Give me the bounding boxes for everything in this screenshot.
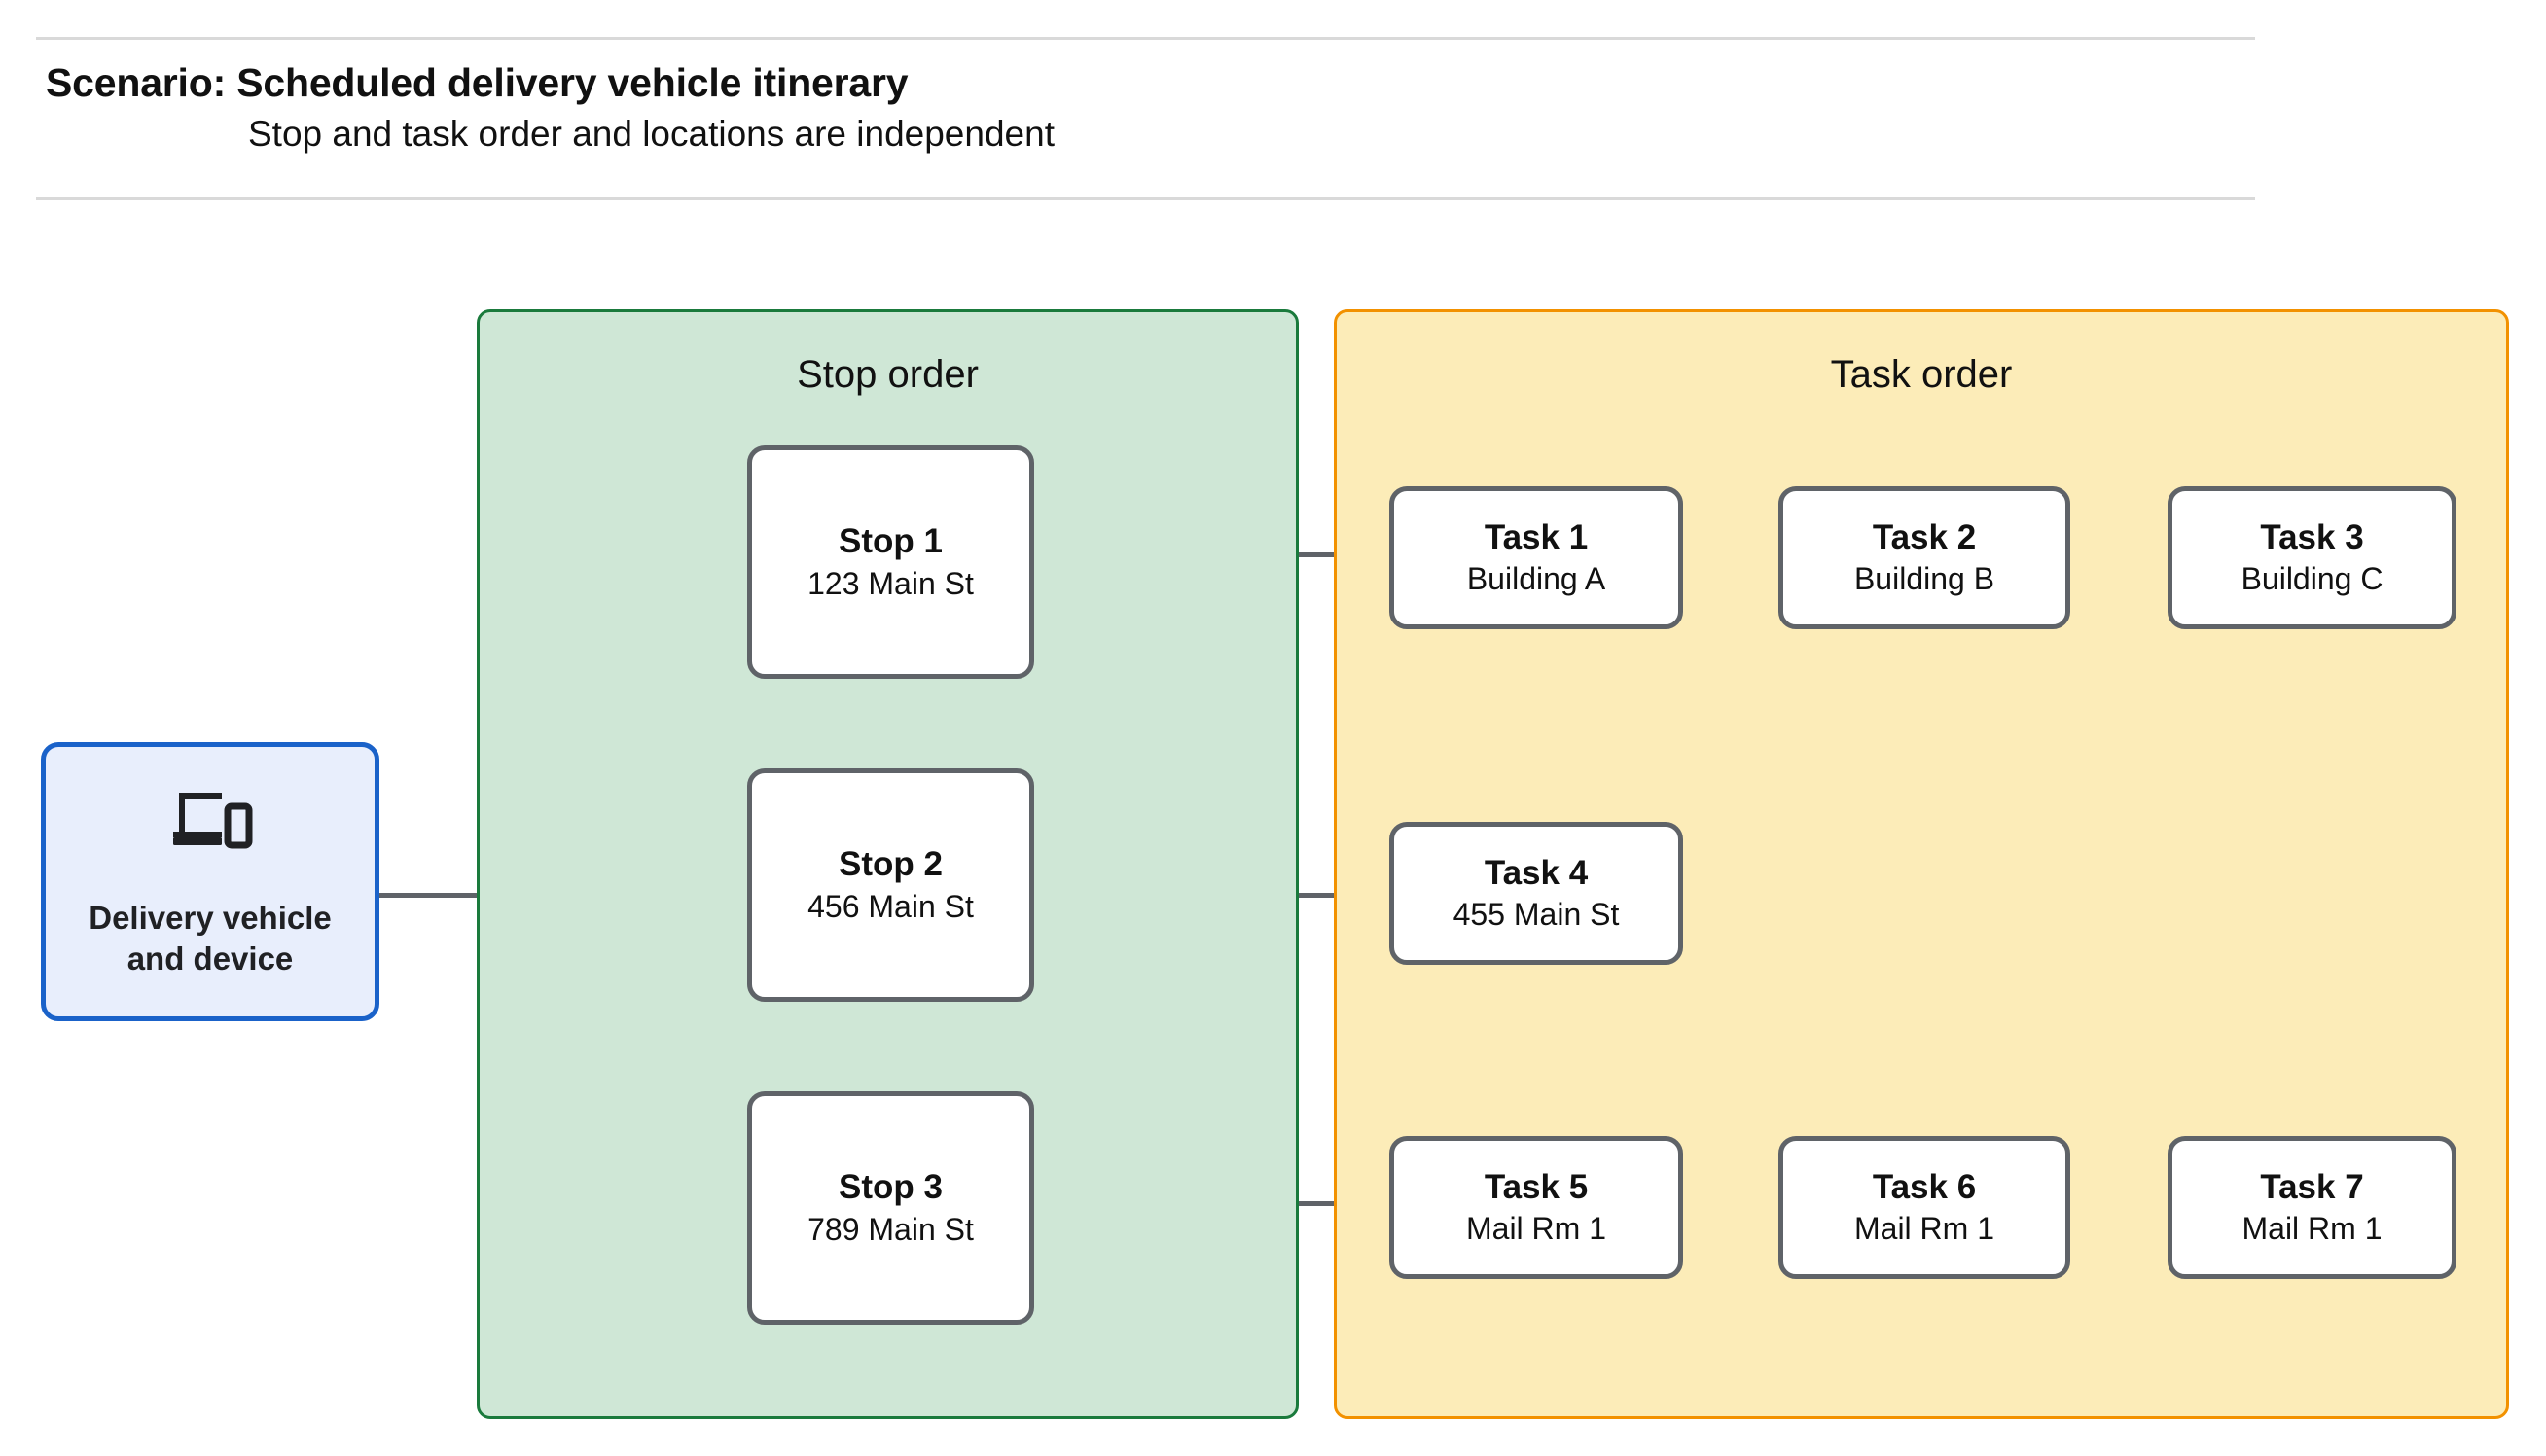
task-node-location: Building B [1853, 561, 1995, 597]
devices-icon [165, 785, 255, 855]
page-title: Scenario: Scheduled delivery vehicle iti… [46, 60, 909, 105]
page-subtitle: Stop and task order and locations are in… [248, 114, 1055, 154]
stop-node-title: Stop 3 [839, 1168, 943, 1207]
task-node-5[interactable]: Task 5 Mail Rm 1 [1389, 1136, 1683, 1279]
task-node-title: Task 7 [2260, 1167, 2364, 1206]
stop-order-panel-title: Stop order [797, 353, 979, 396]
task-node-7[interactable]: Task 7 Mail Rm 1 [2168, 1136, 2456, 1279]
delivery-vehicle-label: Delivery vehicle and device [89, 900, 332, 977]
task-node-title: Task 3 [2260, 517, 2364, 556]
task-node-title: Task 2 [1872, 517, 1977, 556]
task-node-2[interactable]: Task 2 Building B [1778, 486, 2070, 629]
task-node-location: Mail Rm 1 [1465, 1211, 1606, 1247]
task-node-4[interactable]: Task 4 455 Main St [1389, 822, 1683, 965]
task-node-location: Mail Rm 1 [1853, 1211, 1994, 1247]
stop-node-2[interactable]: Stop 2 456 Main St [747, 768, 1034, 1002]
stop-node-location: 456 Main St [807, 888, 974, 924]
delivery-vehicle-node[interactable]: Delivery vehicle and device [41, 742, 379, 1021]
task-node-title: Task 5 [1484, 1167, 1589, 1206]
task-node-location: Building C [2241, 561, 2384, 597]
task-node-title: Task 1 [1484, 517, 1589, 556]
stop-node-title: Stop 1 [839, 522, 943, 561]
task-node-1[interactable]: Task 1 Building A [1389, 486, 1683, 629]
stop-node-3[interactable]: Stop 3 789 Main St [747, 1091, 1034, 1325]
header-divider-bottom [36, 197, 2255, 200]
task-node-location: 455 Main St [1452, 897, 1620, 933]
task-node-location: Mail Rm 1 [2241, 1211, 2383, 1247]
stop-node-title: Stop 2 [839, 845, 943, 884]
task-node-3[interactable]: Task 3 Building C [2168, 486, 2456, 629]
task-node-location: Building A [1466, 561, 1606, 597]
stop-node-location: 123 Main St [807, 565, 974, 601]
task-order-panel-title: Task order [1830, 353, 2013, 396]
stop-node-1[interactable]: Stop 1 123 Main St [747, 445, 1034, 679]
task-node-title: Task 6 [1872, 1167, 1977, 1206]
stop-node-location: 789 Main St [807, 1211, 974, 1247]
task-node-title: Task 4 [1484, 853, 1589, 892]
task-node-6[interactable]: Task 6 Mail Rm 1 [1778, 1136, 2070, 1279]
header-divider-top [36, 37, 2255, 40]
